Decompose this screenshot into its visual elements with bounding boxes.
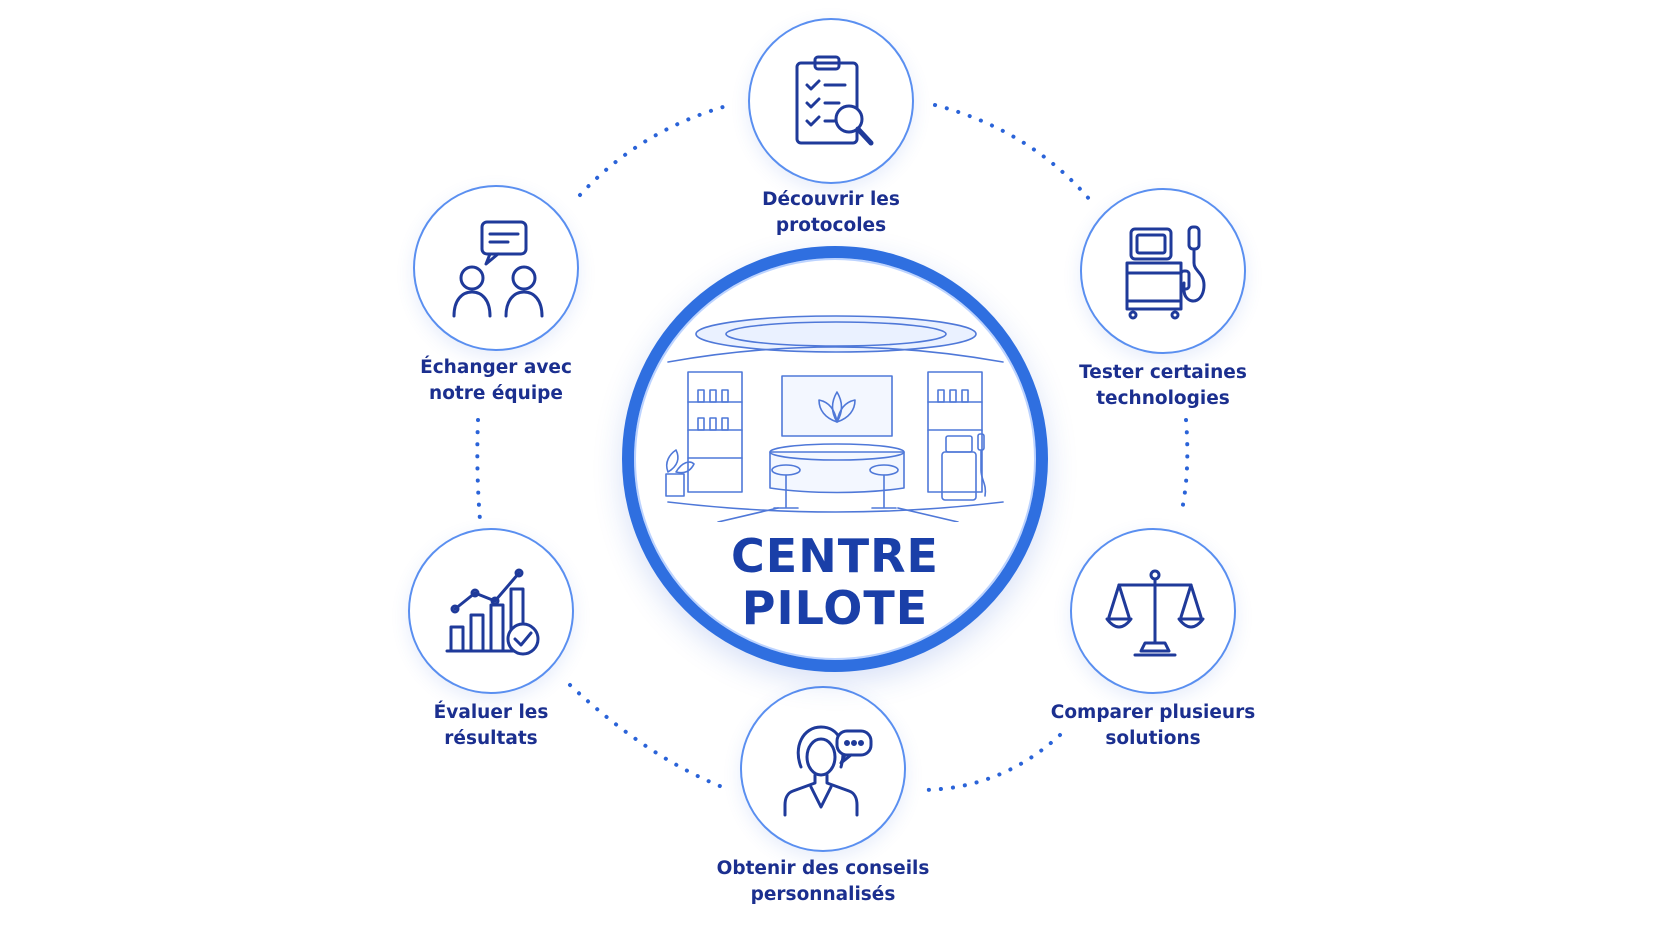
chart-check-icon <box>445 568 540 656</box>
showroom-illustration <box>665 315 1004 522</box>
node-technologies[interactable] <box>1080 188 1246 354</box>
label-line: personnalisés <box>750 884 896 905</box>
label-line: notre équipe <box>429 383 563 404</box>
node-protocols[interactable] <box>748 18 914 184</box>
node-advice[interactable] <box>740 686 906 852</box>
node-results[interactable] <box>408 528 574 694</box>
label-technologies: Tester certaines technologies <box>1043 360 1283 412</box>
advisor-icon <box>783 725 873 817</box>
device-icon <box>1125 225 1206 320</box>
label-line: Évaluer les <box>433 702 549 723</box>
hub-title-line2: PILOTE <box>741 581 929 635</box>
label-line: solutions <box>1105 728 1201 749</box>
label-line: Comparer plusieurs <box>1050 702 1256 723</box>
scale-icon <box>1105 569 1205 657</box>
label-team: Échanger avec notre équipe <box>376 355 616 407</box>
label-line: Tester certaines <box>1079 362 1247 383</box>
node-solutions[interactable] <box>1070 528 1236 694</box>
hub-title: CENTRE PILOTE <box>634 530 1036 634</box>
clipboard-search-icon <box>795 55 874 146</box>
label-line: résultats <box>444 728 538 749</box>
label-line: Échanger avec <box>420 357 572 378</box>
label-line: protocoles <box>775 215 887 236</box>
people-chat-icon <box>452 220 544 318</box>
label-results: Évaluer les résultats <box>371 700 611 752</box>
label-advice: Obtenir des conseils personnalisés <box>703 856 943 908</box>
hub-title-line1: CENTRE <box>731 529 939 583</box>
label-line: Découvrir les <box>762 189 900 210</box>
label-line: technologies <box>1096 388 1230 409</box>
label-protocols: Découvrir les protocoles <box>711 187 951 239</box>
centre-pilote-hub: CENTRE PILOTE <box>622 246 1048 672</box>
label-line: Obtenir des conseils <box>716 858 930 879</box>
node-team[interactable] <box>413 185 579 351</box>
label-solutions: Comparer plusieurs solutions <box>1033 700 1273 752</box>
